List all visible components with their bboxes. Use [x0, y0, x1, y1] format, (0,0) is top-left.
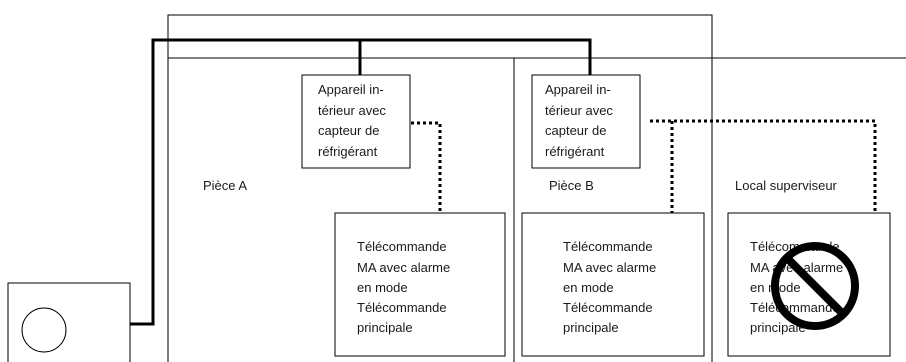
remote-controller-supervisor-line: Télécommande [750, 300, 840, 315]
outdoor-unit-casing [7, 282, 131, 362]
remote-controller-a-line: en mode [357, 280, 408, 295]
outdoor-unit [7, 282, 131, 362]
indoor-unit-b-line: capteur de [545, 123, 606, 138]
control-wire-a [411, 121, 442, 213]
room-label-supervisor: Local superviseur [735, 178, 838, 193]
remote-controller-b-line: principale [563, 320, 619, 335]
remote-controller-supervisor-line: principale [750, 320, 806, 335]
remote-controller-b-line: Télécommande [563, 239, 653, 254]
remote-controller-b-line: en mode [563, 280, 614, 295]
control-wiring [411, 119, 877, 213]
refrigerant-piping [130, 38, 592, 326]
remote-controller-a: Télécommande MA avec alarme en mode Télé… [334, 212, 506, 357]
remote-controller-a-line: MA avec alarme [357, 260, 450, 275]
remote-controller-b-line: MA avec alarme [563, 260, 656, 275]
indoor-unit-a-line: térieur avec [318, 103, 386, 118]
indoor-unit-b: Appareil in- térieur avec capteur de réf… [531, 74, 641, 169]
indoor-unit-b-line: réfrigérant [545, 144, 605, 159]
indoor-unit-b-line: Appareil in- [545, 82, 611, 97]
indoor-unit-b-line: térieur avec [545, 103, 613, 118]
indoor-unit-a-line: réfrigérant [318, 144, 378, 159]
prohibited-icon-slash [784, 255, 846, 317]
room-label-b: Pièce B [549, 178, 594, 193]
room-label-a: Pièce A [203, 178, 247, 193]
remote-controller-a-line: Télécommande [357, 300, 447, 315]
building-outline [167, 14, 713, 362]
remote-controller-b: Télécommande MA avec alarme en mode Télé… [521, 212, 705, 357]
indoor-unit-a-line: capteur de [318, 123, 379, 138]
remote-controller-a-box [334, 212, 506, 357]
remote-controller-b-box [521, 212, 705, 357]
building-walls [167, 14, 906, 362]
remote-controller-b-line: Télécommande [563, 300, 653, 315]
prohibited-icon [771, 242, 859, 330]
remote-controller-a-line: Télécommande [357, 239, 447, 254]
main-pipe [130, 38, 592, 326]
indoor-unit-a-box [301, 74, 411, 169]
indoor-unit-b-box [531, 74, 641, 169]
remote-controller-a-line: principale [357, 320, 413, 335]
indoor-unit-a: Appareil in- térieur avec capteur de réf… [301, 74, 411, 169]
remote-controller-supervisor: Télécommande MA avec alarme en mode Télé… [727, 212, 891, 357]
control-wire-bc [650, 119, 877, 213]
fan-icon [21, 307, 67, 353]
prohibited-icon-ring [771, 242, 859, 330]
indoor-unit-a-line: Appareil in- [318, 82, 384, 97]
